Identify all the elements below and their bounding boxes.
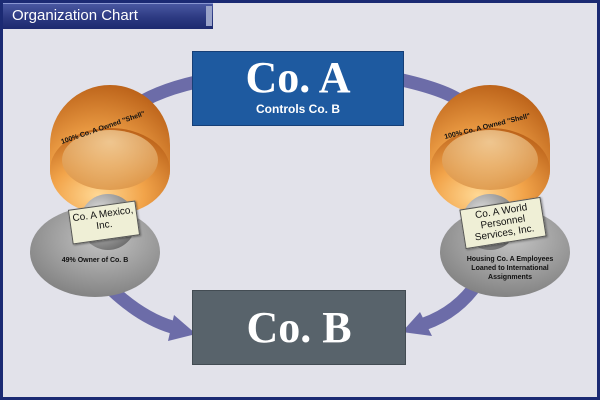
arrow-left-shell-to-b	[107, 285, 196, 341]
title-bar-tab	[206, 6, 212, 26]
title-bar: Organization Chart	[3, 3, 213, 29]
arrow-right-shell-to-b	[402, 278, 484, 336]
co-a-box: Co. A Controls Co. B	[192, 51, 404, 126]
co-b-box: Co. B	[192, 290, 406, 365]
right-shell-caption: Housing Co. A Employees Loaned to Intern…	[466, 256, 554, 281]
co-a-title: Co. A	[245, 53, 351, 102]
co-b-title: Co. B	[246, 303, 352, 352]
co-a-subtitle: Controls Co. B	[256, 102, 340, 116]
left-shell-icon	[50, 85, 170, 215]
right-shell-icon	[430, 85, 550, 215]
page-title: Organization Chart	[12, 7, 138, 24]
left-shell-caption: 49% Owner of Co. B	[61, 257, 129, 264]
